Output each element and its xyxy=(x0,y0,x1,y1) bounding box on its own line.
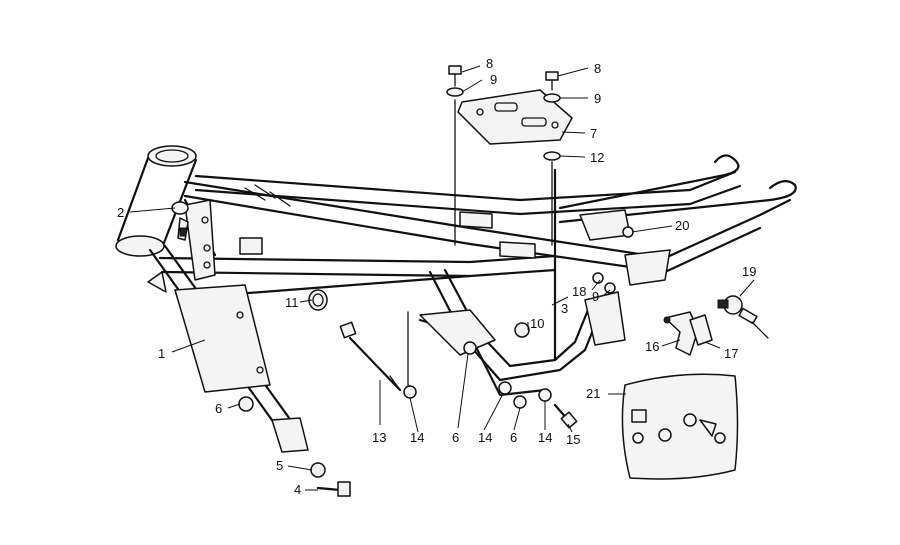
screw-8-left xyxy=(448,65,462,87)
steering-lock xyxy=(171,201,189,241)
label-part-20: 20 xyxy=(675,218,689,233)
nut-6-center xyxy=(463,341,477,355)
label-part-2: 2 xyxy=(117,205,124,220)
washer-14-center xyxy=(498,381,512,395)
washer-5 xyxy=(310,462,326,478)
label-part-4: 4 xyxy=(294,482,301,497)
label-part-6-center: 6 xyxy=(452,430,459,445)
label-part-14-center: 14 xyxy=(478,430,492,445)
label-part-13: 13 xyxy=(372,430,386,445)
washer-14-right xyxy=(538,388,552,402)
cover-plate xyxy=(689,314,713,346)
screw-8-right xyxy=(545,71,559,91)
label-part-1: 1 xyxy=(158,346,165,361)
battery-tray-plate xyxy=(457,89,573,145)
label-part-5: 5 xyxy=(276,458,283,473)
lock-key-set xyxy=(717,295,769,339)
label-part-14-right: 14 xyxy=(538,430,552,445)
washer-9-lower xyxy=(604,282,616,294)
label-part-12: 12 xyxy=(590,150,604,165)
washer-9-right xyxy=(543,93,561,103)
label-part-21: 21 xyxy=(586,386,600,401)
label-part-6-left: 6 xyxy=(215,401,222,416)
label-part-6-right: 6 xyxy=(510,430,517,445)
label-part-15: 15 xyxy=(566,432,580,447)
leader-lines xyxy=(129,65,755,491)
label-part-11: 11 xyxy=(285,295,299,310)
washer-9-left xyxy=(446,87,464,97)
bolt-15 xyxy=(553,403,578,429)
bolt-4 xyxy=(316,481,351,497)
spacer-10 xyxy=(514,322,530,338)
label-part-8-left: 8 xyxy=(486,56,493,71)
label-part-7: 7 xyxy=(590,126,597,141)
long-bolt xyxy=(339,321,402,392)
label-part-18: 18 xyxy=(572,284,586,299)
part-number-labels: 2 1 6 5 4 11 13 14 6 14 6 14 15 10 3 18 … xyxy=(117,56,756,497)
hardware-bag xyxy=(621,373,739,480)
label-part-14-left: 14 xyxy=(410,430,424,445)
label-part-10: 10 xyxy=(530,316,544,331)
nut-14-left xyxy=(403,385,417,399)
seat-lock-bracket xyxy=(663,311,699,356)
label-part-17: 17 xyxy=(724,346,738,361)
label-part-3: 3 xyxy=(561,301,568,316)
nut-6-right xyxy=(513,395,527,409)
motorcycle-frame xyxy=(115,145,797,453)
label-part-9-left: 9 xyxy=(490,72,497,87)
label-part-9-right: 9 xyxy=(594,91,601,106)
nut-18 xyxy=(592,272,604,284)
label-part-16: 16 xyxy=(645,339,659,354)
clip-20 xyxy=(622,226,634,238)
washer-12 xyxy=(543,151,561,161)
label-part-9-lower: 9 xyxy=(592,289,599,304)
label-part-8-right: 8 xyxy=(594,61,601,76)
nut-6-left xyxy=(238,396,254,412)
label-part-19: 19 xyxy=(742,264,756,279)
